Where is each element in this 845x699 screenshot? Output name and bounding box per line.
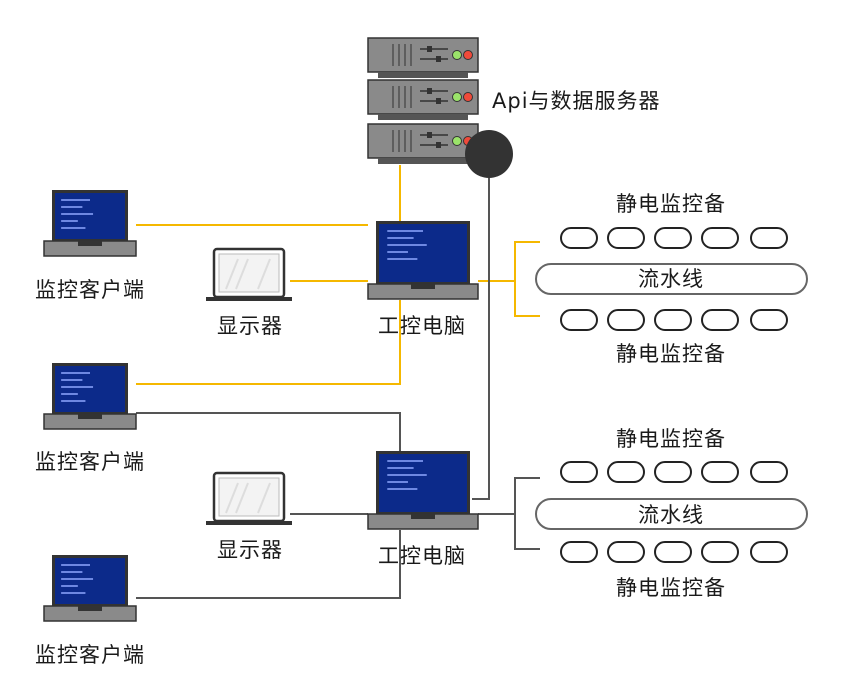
production-line-1 bbox=[535, 227, 808, 331]
link-server-ipc2 bbox=[472, 178, 490, 500]
esd-monitor-device bbox=[701, 461, 739, 483]
line2-pipeline-label: 流水线 bbox=[638, 503, 704, 527]
esd-monitor-device bbox=[654, 461, 692, 483]
esd-monitor-device bbox=[607, 309, 645, 331]
bus-line2 bbox=[514, 477, 540, 550]
client-label-1: 监控客户端 bbox=[35, 278, 145, 302]
esd-monitor-device bbox=[560, 309, 598, 331]
link-client2-ipc2 bbox=[136, 412, 401, 452]
ipc-label-2: 工控电脑 bbox=[378, 544, 466, 568]
line1-bottom-label: 静电监控备 bbox=[616, 342, 726, 366]
monitor-1 bbox=[206, 247, 292, 301]
esd-monitor-device bbox=[750, 541, 788, 563]
server-label: Api与数据服务器 bbox=[492, 89, 661, 113]
ipc-computer-1 bbox=[367, 221, 479, 300]
ipc-computer-2 bbox=[367, 451, 479, 530]
status-led-red-icon bbox=[463, 50, 473, 60]
esd-monitor-device bbox=[750, 227, 788, 249]
monitor-label-2: 显示器 bbox=[217, 538, 283, 562]
esd-monitor-device bbox=[607, 227, 645, 249]
esd-monitor-device bbox=[701, 227, 739, 249]
devices-layer bbox=[43, 190, 479, 622]
client-laptop-2 bbox=[43, 363, 137, 430]
esd-monitor-device bbox=[607, 541, 645, 563]
esd-monitor-device bbox=[750, 309, 788, 331]
client-laptop-1 bbox=[43, 190, 137, 257]
production-lines bbox=[535, 227, 808, 563]
line1-pipeline-label: 流水线 bbox=[638, 267, 704, 291]
status-led-green-icon bbox=[452, 92, 462, 102]
bus-line1 bbox=[514, 241, 540, 317]
network-hub-icon bbox=[465, 130, 513, 178]
link-client3-ipc2 bbox=[136, 530, 401, 599]
esd-monitor-device bbox=[607, 461, 645, 483]
status-led-red-icon bbox=[463, 92, 473, 102]
esd-monitor-device bbox=[701, 541, 739, 563]
esd-monitor-device bbox=[654, 227, 692, 249]
connection-lines bbox=[136, 165, 540, 599]
link-client2-ipc1 bbox=[136, 300, 401, 385]
esd-monitor-device bbox=[750, 461, 788, 483]
pipeline-bar bbox=[535, 498, 808, 530]
ipc-label-1: 工控电脑 bbox=[378, 314, 466, 338]
client-label-3: 监控客户端 bbox=[35, 643, 145, 667]
server-unit bbox=[367, 79, 479, 120]
esd-monitor-device bbox=[560, 227, 598, 249]
pipeline-bar bbox=[535, 263, 808, 295]
server-unit bbox=[367, 37, 479, 78]
status-led-green-icon bbox=[452, 50, 462, 60]
esd-monitor-device bbox=[654, 541, 692, 563]
line2-bottom-label: 静电监控备 bbox=[616, 576, 726, 600]
monitor-2 bbox=[206, 471, 292, 525]
line1-top-label: 静电监控备 bbox=[616, 192, 726, 216]
esd-monitor-device bbox=[654, 309, 692, 331]
client-label-2: 监控客户端 bbox=[35, 450, 145, 474]
esd-monitor-device bbox=[560, 541, 598, 563]
monitor-label-1: 显示器 bbox=[217, 314, 283, 338]
client-laptop-3 bbox=[43, 555, 137, 622]
line2-top-label: 静电监控备 bbox=[616, 427, 726, 451]
server-unit bbox=[367, 123, 479, 164]
server-rack bbox=[367, 37, 513, 178]
status-led-green-icon bbox=[452, 136, 462, 146]
esd-monitor-device bbox=[701, 309, 739, 331]
production-line-2 bbox=[535, 461, 808, 563]
esd-monitor-device bbox=[560, 461, 598, 483]
